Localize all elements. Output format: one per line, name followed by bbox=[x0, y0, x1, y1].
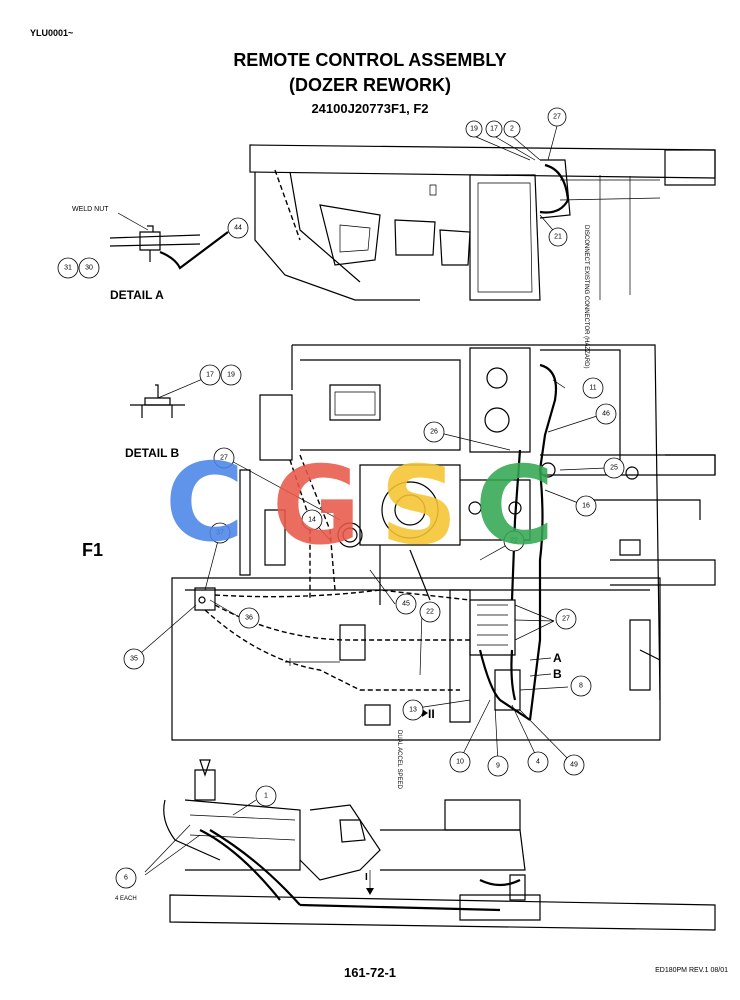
part-number: 24100J20773F1, F2 bbox=[311, 101, 429, 116]
callout-balloon: 22 bbox=[503, 530, 525, 552]
callout-balloon: 45 bbox=[395, 593, 417, 615]
corner-code: YLU0001~ bbox=[30, 28, 74, 38]
dual-accel-note: DUAL ACCEL SPEED bbox=[396, 730, 402, 790]
page-number: 161-72-1 bbox=[343, 965, 397, 980]
callout-balloon: 22 bbox=[419, 601, 441, 623]
four-each-label: 4 EACH bbox=[115, 896, 137, 902]
weld-nut-label: WELD NUT bbox=[72, 206, 109, 213]
callout-balloon: 25 bbox=[603, 457, 625, 479]
svg-text:19: 19 bbox=[470, 126, 478, 133]
callout-balloon: 9 bbox=[487, 755, 509, 777]
callout-balloon: 14 bbox=[301, 509, 323, 531]
callout-balloon: 35 bbox=[123, 648, 145, 670]
callout-balloon: 19 bbox=[220, 364, 242, 386]
callout-balloon: 21 bbox=[548, 227, 568, 247]
svg-text:45: 45 bbox=[402, 601, 410, 608]
svg-text:8: 8 bbox=[579, 683, 583, 690]
callout-balloon: 17 bbox=[485, 120, 503, 138]
plan-view: DUAL ACCEL SPEED II A B bbox=[171, 344, 716, 790]
callout-balloon: 46 bbox=[595, 403, 617, 425]
detail-b bbox=[130, 377, 206, 418]
svg-text:30: 30 bbox=[85, 265, 93, 272]
svg-text:17: 17 bbox=[490, 126, 498, 133]
svg-text:49: 49 bbox=[570, 762, 578, 769]
svg-text:44: 44 bbox=[234, 225, 242, 232]
callout-balloon: 27 bbox=[547, 107, 567, 127]
svg-text:19: 19 bbox=[227, 372, 235, 379]
svg-text:46: 46 bbox=[602, 411, 610, 418]
svg-text:21: 21 bbox=[554, 234, 562, 241]
page-title: REMOTE CONTROL ASSEMBLY bbox=[233, 50, 507, 70]
callout-balloon: 30 bbox=[78, 257, 100, 279]
svg-text:14: 14 bbox=[308, 517, 316, 524]
watermark-logo: C G S C bbox=[165, 441, 554, 569]
svg-text:2: 2 bbox=[510, 126, 514, 133]
callout-balloon: 4 bbox=[527, 751, 549, 773]
svg-text:25: 25 bbox=[610, 465, 618, 472]
callout-balloon: 31 bbox=[57, 257, 79, 279]
callout-balloon: 19 bbox=[465, 120, 483, 138]
callout-balloon: 2 bbox=[503, 120, 521, 138]
watermark-letter-c: C bbox=[165, 441, 244, 566]
svg-text:22: 22 bbox=[510, 538, 518, 545]
section-marker-2: II bbox=[428, 707, 435, 721]
callout-balloon: 27 bbox=[555, 608, 577, 630]
svg-text:11: 11 bbox=[589, 385, 596, 392]
callout-balloon: 13 bbox=[402, 699, 424, 721]
svg-text:6: 6 bbox=[124, 875, 128, 882]
svg-text:31: 31 bbox=[64, 265, 72, 272]
svg-text:1: 1 bbox=[264, 793, 268, 800]
callout-balloon: 49 bbox=[563, 754, 585, 776]
callout-balloon: 27 bbox=[213, 447, 235, 469]
svg-text:10: 10 bbox=[456, 759, 464, 766]
svg-text:27: 27 bbox=[562, 616, 570, 623]
detail-b-label: DETAIL B bbox=[125, 446, 180, 460]
figure-label: F1 bbox=[82, 540, 104, 560]
detail-a: WELD NUT bbox=[72, 206, 229, 270]
callout-balloon: 26 bbox=[423, 421, 445, 443]
svg-text:16: 16 bbox=[582, 503, 590, 510]
svg-text:27: 27 bbox=[553, 114, 561, 121]
watermark-letter-g: G bbox=[272, 444, 361, 569]
callout-balloon: 10 bbox=[449, 751, 471, 773]
svg-text:26: 26 bbox=[430, 429, 438, 436]
callout-balloon: 16 bbox=[575, 495, 597, 517]
svg-text:13: 13 bbox=[409, 707, 417, 714]
callout-balloon: 11 bbox=[582, 377, 604, 399]
svg-text:37: 37 bbox=[216, 530, 224, 537]
view-label-b: B bbox=[553, 667, 562, 681]
svg-text:35: 35 bbox=[130, 656, 138, 663]
disconnect-note: DISCONNECT EXISTING CONNECTOR (HAZZARD) bbox=[583, 225, 589, 368]
svg-text:27: 27 bbox=[220, 455, 228, 462]
svg-text:36: 36 bbox=[245, 615, 253, 622]
watermark-letter-c2: C bbox=[475, 444, 554, 569]
svg-text:4: 4 bbox=[536, 759, 540, 766]
section-marker-1: I bbox=[365, 872, 368, 883]
callout-balloon: 36 bbox=[238, 607, 260, 629]
svg-text:22: 22 bbox=[426, 609, 434, 616]
revision-note: ED180PM REV.1 08/01 bbox=[655, 967, 728, 974]
top-elevation-view: DISCONNECT EXISTING CONNECTOR (HAZZARD) bbox=[249, 144, 716, 368]
callout-balloons: 27 19 17 2 21 44 31 30 17 19 11 46 26 16… bbox=[57, 107, 625, 889]
svg-text:9: 9 bbox=[496, 763, 500, 770]
callout-balloon: 1 bbox=[255, 785, 277, 807]
callout-balloon: 6 bbox=[115, 867, 137, 889]
page-subtitle: (DOZER REWORK) bbox=[289, 75, 451, 95]
callout-balloon: 37 bbox=[209, 522, 231, 544]
view-label-a: A bbox=[553, 651, 562, 665]
detail-a-label: DETAIL A bbox=[110, 288, 164, 302]
svg-text:17: 17 bbox=[206, 372, 214, 379]
callout-balloon: 17 bbox=[199, 364, 221, 386]
callout-balloon: 8 bbox=[570, 675, 592, 697]
watermark-letter-s: S bbox=[380, 444, 458, 569]
bottom-side-view: I 4 EACH bbox=[115, 759, 716, 931]
callout-balloon: 44 bbox=[227, 217, 249, 239]
